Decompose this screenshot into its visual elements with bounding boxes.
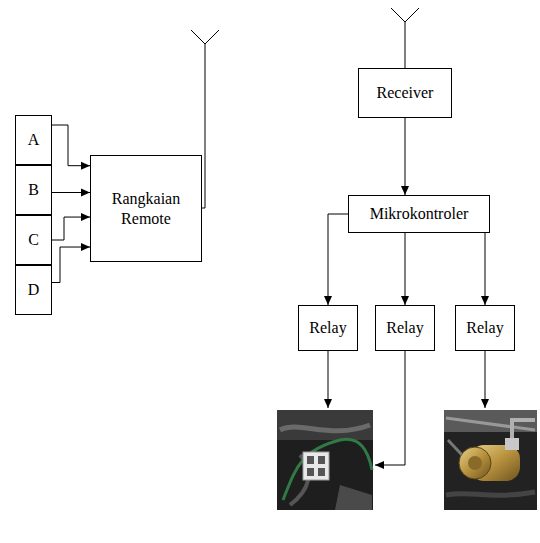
box-label: D <box>28 280 40 299</box>
remote-box: Rangkaian Remote <box>90 155 202 262</box>
signal-arrow <box>405 233 406 305</box>
box-label: C <box>28 230 39 249</box>
box-label: Rangkaian Remote <box>95 189 197 227</box>
box-label: A <box>28 130 40 149</box>
antenna-symbol <box>391 8 419 68</box>
box-label: Relay <box>386 318 423 337</box>
input-button: C <box>15 215 52 265</box>
box-label: Receiver <box>377 83 434 102</box>
signal-arrow <box>405 118 406 195</box>
box-label: Relay <box>309 318 346 337</box>
relay-box: Relay <box>375 305 435 351</box>
signal-arrow <box>52 217 90 240</box>
box-label: Relay <box>466 318 503 337</box>
signal-arrow <box>52 125 90 166</box>
signal-arrow <box>52 247 90 282</box>
input-button: D <box>15 265 52 315</box>
input-button: A <box>15 115 52 165</box>
box-label: Mikrokontroler <box>370 204 469 223</box>
connector-photo <box>277 410 373 510</box>
signal-arrow <box>52 192 90 193</box>
input-button: B <box>15 165 52 215</box>
relay-box: Relay <box>298 305 358 351</box>
compressor-photo <box>444 410 537 510</box>
box-label: B <box>28 180 39 199</box>
microcontroller-box: Mikrokontroler <box>348 195 490 233</box>
relay-box: Relay <box>455 305 515 351</box>
signal-arrow <box>328 214 348 305</box>
receiver-box: Receiver <box>358 68 452 118</box>
